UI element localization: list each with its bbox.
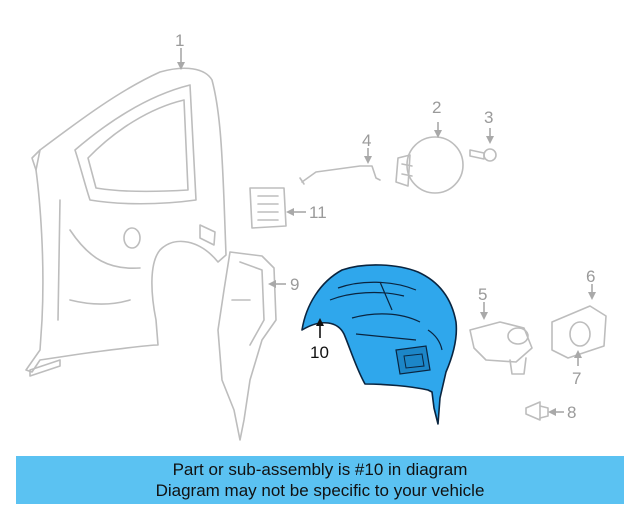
callout-10: 10: [310, 343, 329, 362]
callout-8: 8: [567, 403, 576, 422]
banner-line-2: Diagram may not be specific to your vehi…: [155, 481, 485, 500]
callout-1: 1: [175, 31, 184, 50]
vent-grille-part: [249, 187, 287, 229]
callout-5: 5: [478, 285, 487, 304]
parts-diagram: 1 2 3 4 11 9 5: [25, 31, 607, 441]
shield-part: [217, 251, 277, 441]
callout-7: 7: [572, 369, 581, 388]
clip-part: [525, 401, 549, 421]
callout-2: 2: [432, 98, 441, 117]
callout-9: 9: [290, 275, 299, 294]
callout-6: 6: [586, 267, 595, 286]
wheelhouse-liner-highlighted: [301, 264, 458, 425]
callout-4: 4: [362, 131, 371, 150]
connector-part: [469, 321, 533, 375]
housing-part: [551, 305, 607, 359]
screw-part: [469, 148, 497, 162]
info-banner: Part or sub-assembly is #10 in diagram D…: [16, 456, 624, 504]
banner-line-1: Part or sub-assembly is #10 in diagram: [172, 460, 468, 479]
rod-part: [299, 165, 381, 185]
callout-3: 3: [484, 108, 493, 127]
quarter-panel-part: [25, 67, 227, 377]
callout-11: 11: [309, 203, 327, 222]
fuel-door-part: [395, 136, 464, 194]
